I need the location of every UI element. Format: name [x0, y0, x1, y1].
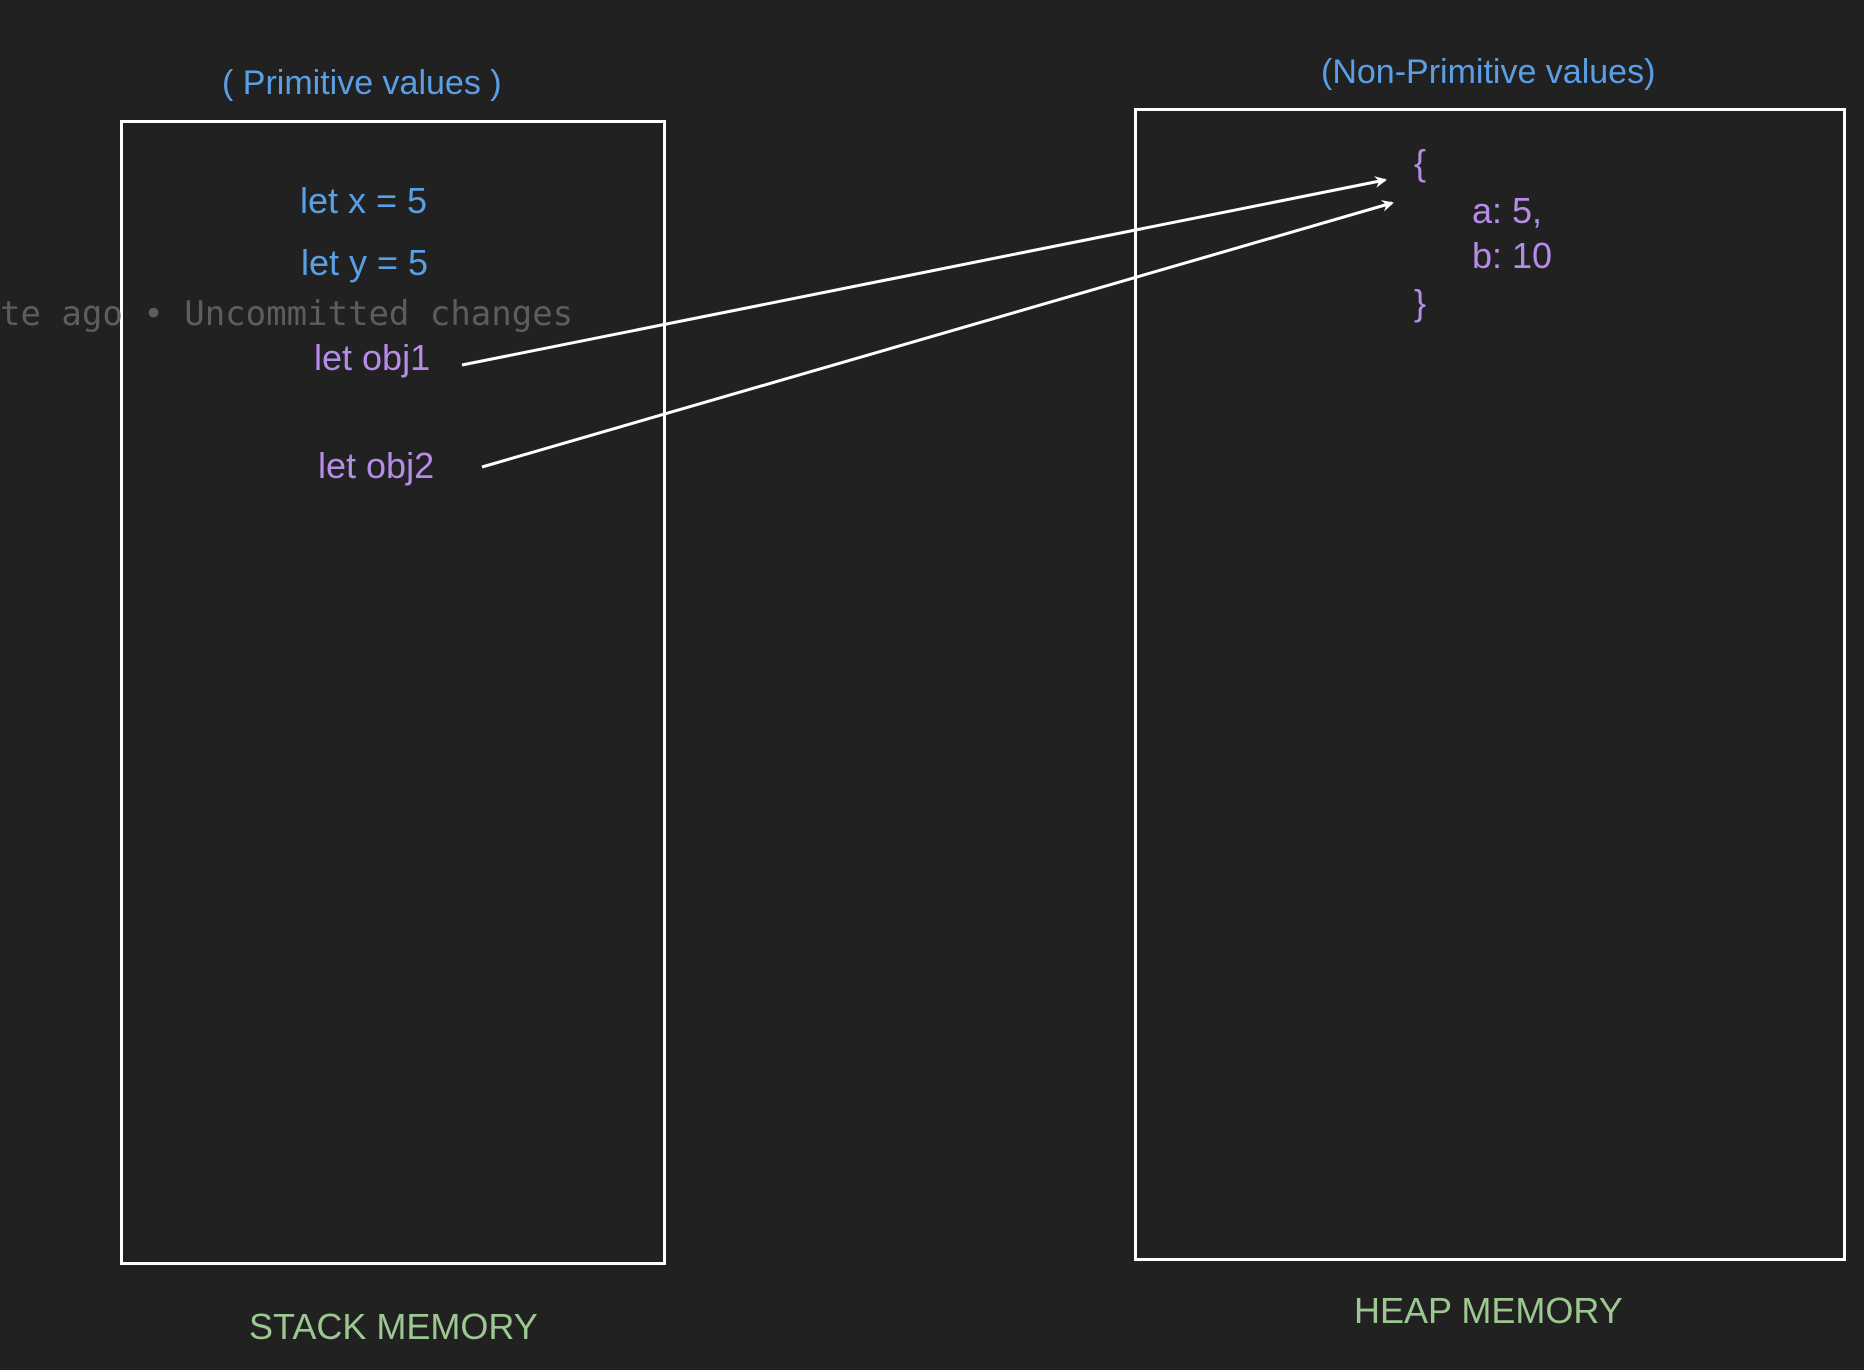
heap-memory-box [1134, 108, 1846, 1261]
stack-item-obj2: let obj2 [318, 445, 435, 486]
stack-footer-label: STACK MEMORY [249, 1306, 538, 1347]
heap-object-open-brace: { [1414, 142, 1427, 183]
heap-heading: (Non-Primitive values) [1321, 53, 1656, 91]
stack-item-obj1: let obj1 [314, 337, 431, 378]
stack-item-y: let y = 5 [301, 242, 429, 283]
stack-memory-box [120, 120, 666, 1265]
stack-heading: ( Primitive values ) [222, 64, 502, 102]
heap-object-prop-a: a: 5, [1472, 190, 1543, 231]
heap-object-close-brace: } [1414, 282, 1427, 323]
stack-item-x: let x = 5 [300, 180, 428, 221]
heap-footer-label: HEAP MEMORY [1354, 1290, 1623, 1331]
inline-blame-annotation: te ago • Uncommitted changes [0, 294, 574, 334]
heap-object-prop-b: b: 10 [1472, 235, 1553, 276]
